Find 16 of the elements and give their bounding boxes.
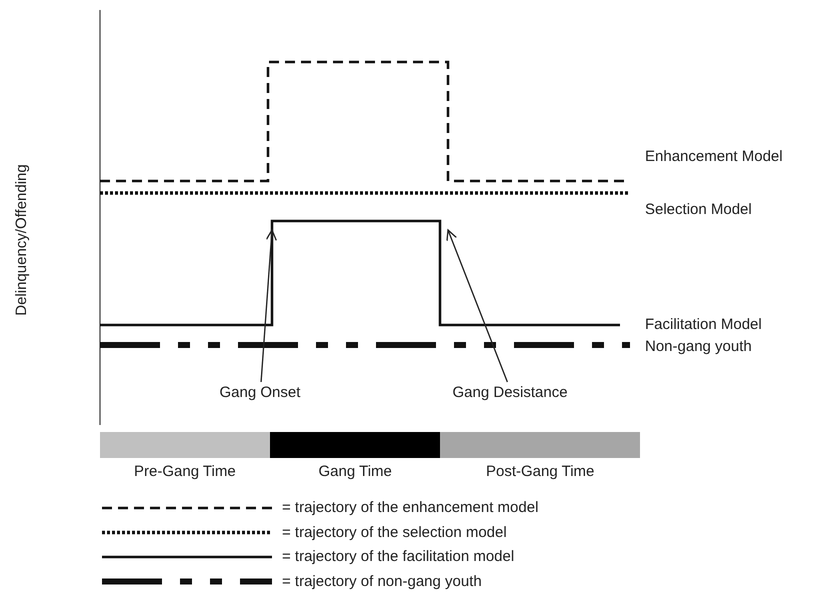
leader-arrow [260,229,277,382]
legend-text: = trajectory of the enhancement model [282,499,538,517]
series-label: Selection Model [645,201,752,219]
callout-text: Gang Onset [220,384,300,402]
legend-text: = trajectory of non-gang youth [282,572,482,590]
band-label: Pre-Gang Time [134,463,236,481]
legend-text: = trajectory of the facilitation model [282,548,514,566]
band-label: Gang Time [318,463,392,481]
band-label: Post-Gang Time [486,463,594,481]
axis-title: Delinquency/Offending [12,164,31,316]
series-label: Non-gang youth [645,338,752,356]
series-label: Enhancement Model [645,148,783,166]
leader-arrow [446,229,508,382]
series-label: Facilitation Model [645,316,762,334]
legend-text: = trajectory of the selection model [282,524,507,542]
callout-text: Gang Desistance [452,384,568,402]
